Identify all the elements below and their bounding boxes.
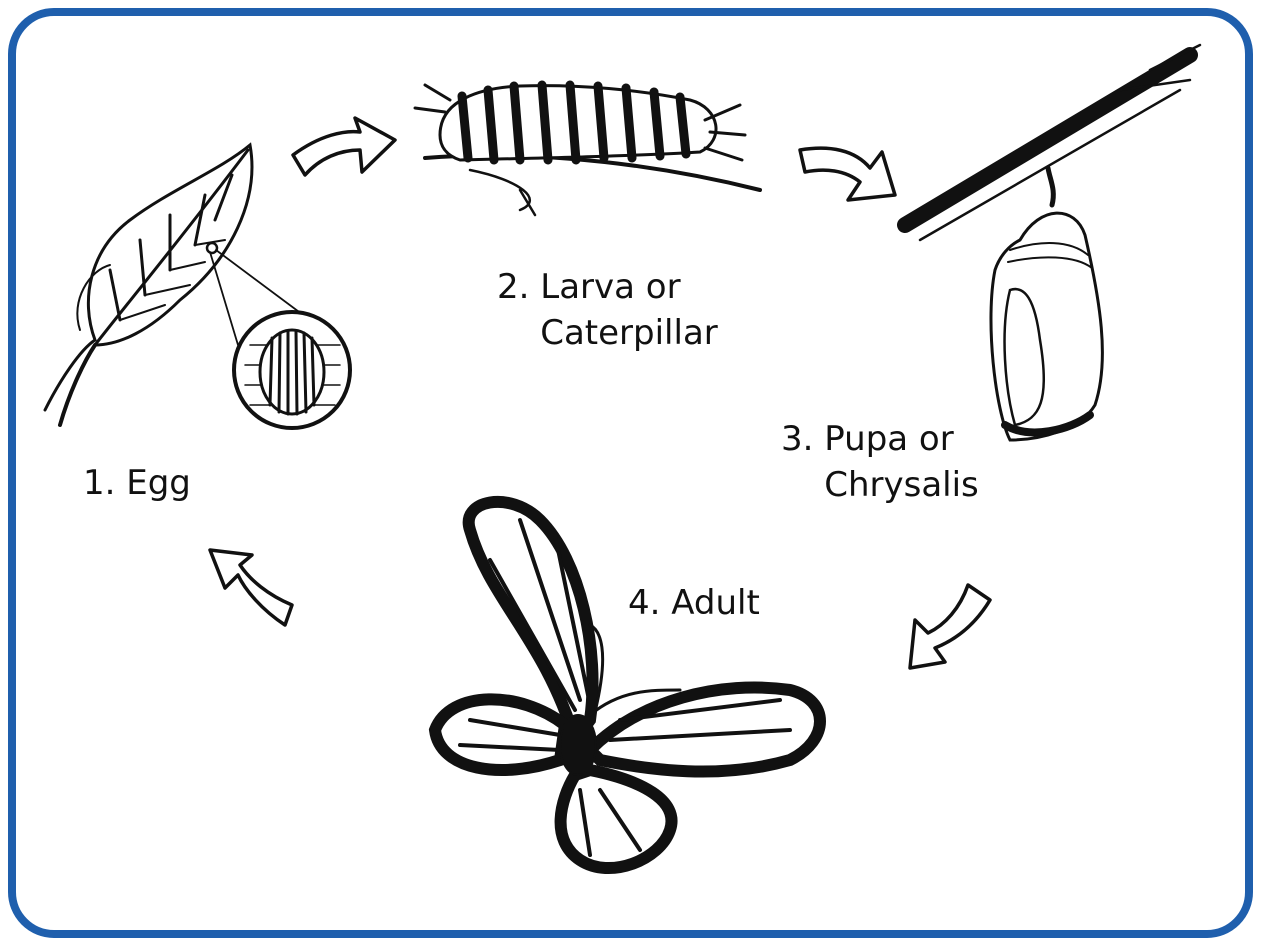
stage-label-egg: 1. Egg	[83, 460, 191, 506]
caterpillar-icon	[415, 85, 760, 215]
chrysalis-icon	[905, 45, 1200, 440]
stage-label-pupa: 3. Pupa or Chrysalis	[781, 416, 979, 508]
leaf-with-egg-icon	[45, 145, 350, 428]
stage-label-adult: 4. Adult	[628, 580, 760, 626]
butterfly-icon	[435, 502, 820, 868]
stage-label-larva: 2. Larva or Caterpillar	[497, 264, 718, 356]
